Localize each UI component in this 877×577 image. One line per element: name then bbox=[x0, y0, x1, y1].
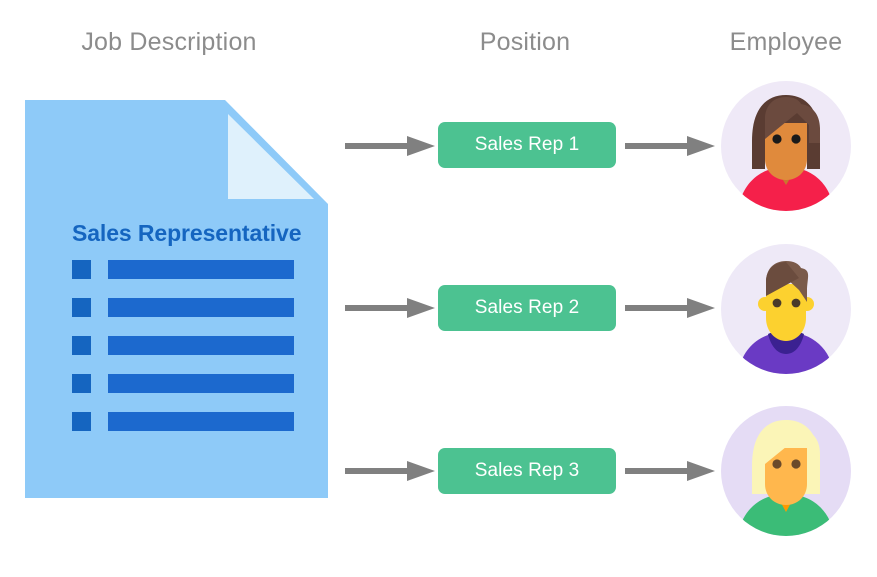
text-line-placeholder bbox=[108, 298, 294, 317]
document-line-item bbox=[72, 336, 322, 355]
avatar-woman-blonde-hair-icon bbox=[721, 406, 851, 536]
job-description-document: Sales Representative bbox=[25, 100, 328, 498]
arrow-rep-2-to-employee-2-icon bbox=[625, 298, 715, 318]
text-line-placeholder bbox=[108, 260, 294, 279]
arrow-rep-3-to-employee-3-icon bbox=[625, 461, 715, 481]
employee-avatar-2[interactable] bbox=[721, 244, 851, 374]
position-button-sales-rep-3[interactable]: Sales Rep 3 bbox=[438, 448, 616, 494]
arrow-rep-1-to-employee-1-icon bbox=[625, 136, 715, 156]
square-bullet-icon bbox=[72, 260, 91, 279]
document-title: Sales Representative bbox=[72, 220, 302, 246]
arrow-doc-to-rep-2-icon bbox=[345, 298, 435, 318]
employee-avatar-1[interactable] bbox=[721, 81, 851, 211]
position-button-sales-rep-2[interactable]: Sales Rep 2 bbox=[438, 285, 616, 331]
square-bullet-icon bbox=[72, 298, 91, 317]
employee-avatar-3[interactable] bbox=[721, 406, 851, 536]
position-button-sales-rep-1[interactable]: Sales Rep 1 bbox=[438, 122, 616, 168]
document-line-item bbox=[72, 374, 322, 393]
column-header-position: Position bbox=[479, 28, 571, 56]
avatar-man-brown-hair-icon bbox=[721, 244, 851, 374]
square-bullet-icon bbox=[72, 374, 91, 393]
square-bullet-icon bbox=[72, 412, 91, 431]
arrow-doc-to-rep-1-icon bbox=[345, 136, 435, 156]
document-line-item bbox=[72, 412, 322, 431]
arrow-doc-to-rep-3-icon bbox=[345, 461, 435, 481]
column-header-employee: Employee bbox=[729, 28, 843, 56]
text-line-placeholder bbox=[108, 336, 294, 355]
document-line-item bbox=[72, 260, 322, 279]
column-header-job-description: Job Description bbox=[81, 28, 257, 56]
avatar-woman-brown-hair-icon bbox=[721, 81, 851, 211]
text-line-placeholder bbox=[108, 412, 294, 431]
square-bullet-icon bbox=[72, 336, 91, 355]
document-line-list bbox=[72, 260, 322, 450]
text-line-placeholder bbox=[108, 374, 294, 393]
document-line-item bbox=[72, 298, 322, 317]
